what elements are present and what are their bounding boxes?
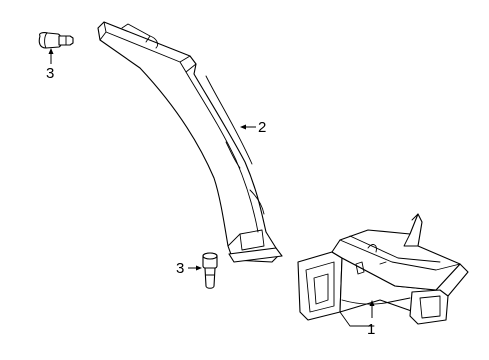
fastener-bottom — [202, 252, 218, 289]
duct-vertical — [97, 21, 283, 263]
fastener-top — [38, 32, 74, 49]
callout-2: 2 — [258, 119, 266, 136]
callout-1-leader — [369, 300, 375, 318]
callout-3-bottom-leader — [188, 265, 202, 271]
callout-1: 1 — [367, 321, 375, 338]
callout-3-top: 3 — [46, 65, 54, 82]
callout-3-bottom: 3 — [176, 260, 184, 277]
callout-2-leader — [240, 124, 256, 130]
callout-3-top-leader — [48, 48, 54, 64]
duct-horizontal — [297, 213, 469, 327]
